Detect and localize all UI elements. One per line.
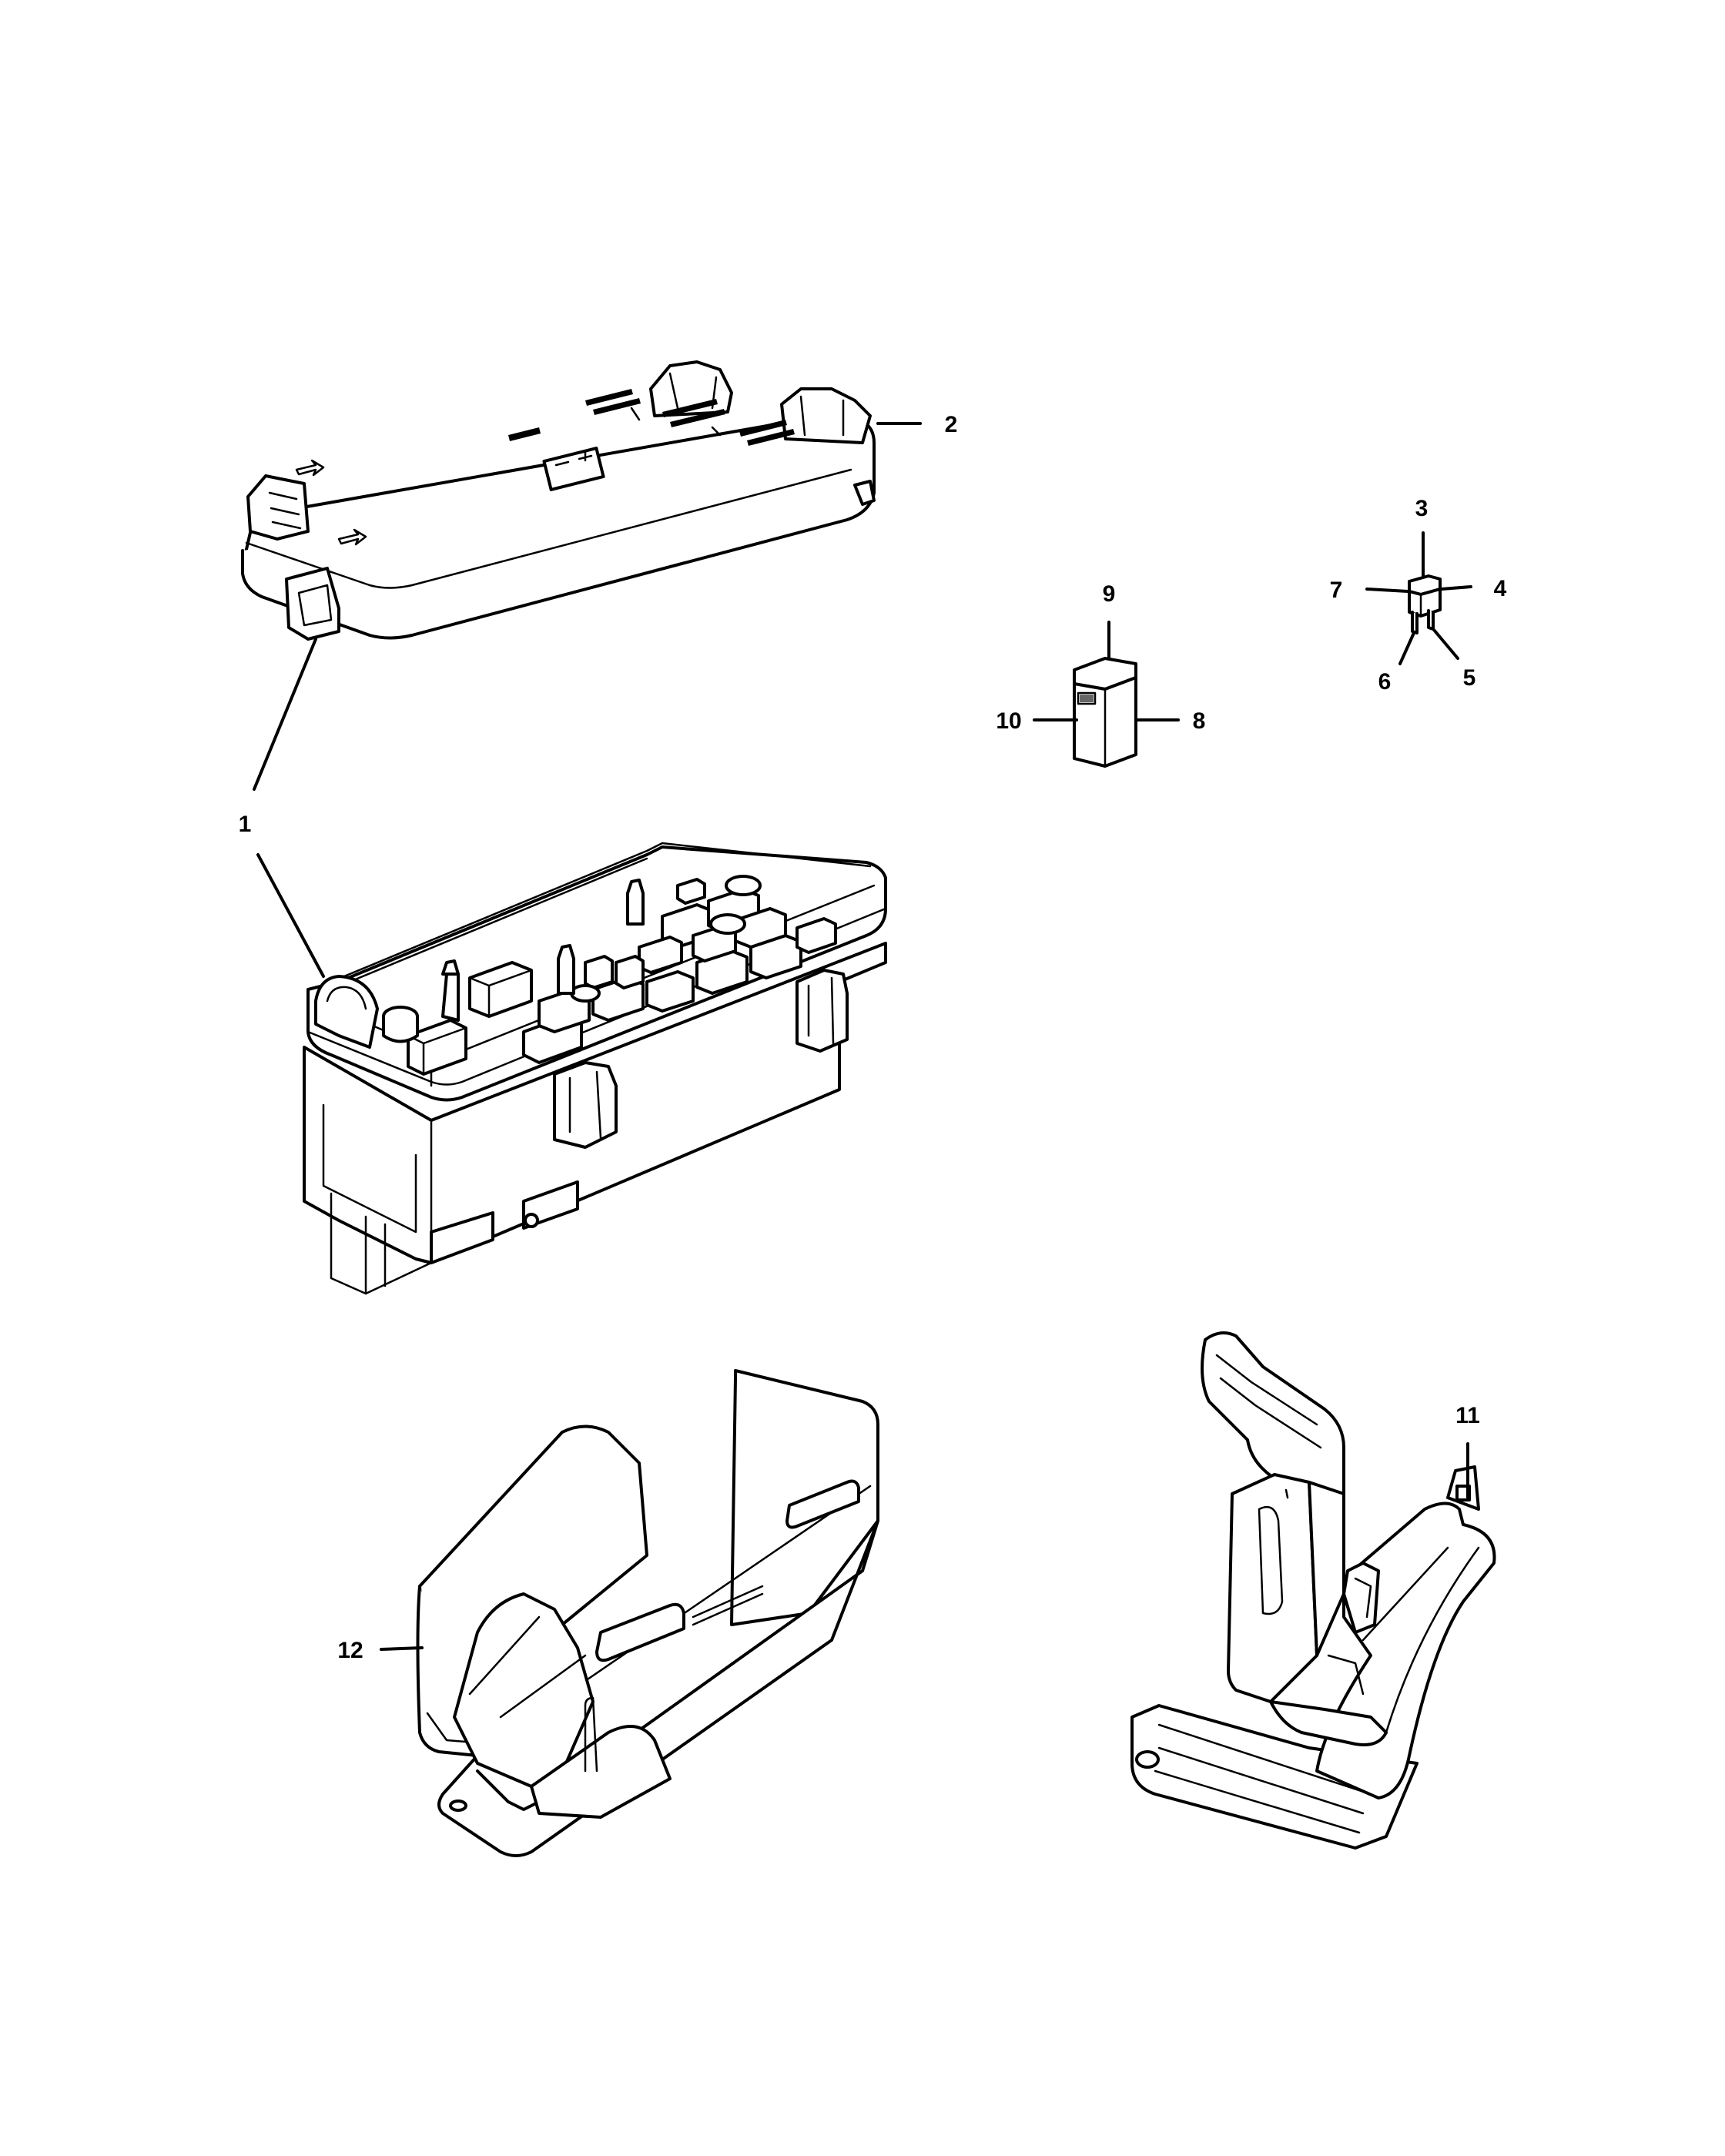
leader-lines [253, 422, 1472, 1651]
leader-12 [380, 1646, 424, 1651]
leader-5 [1432, 628, 1459, 660]
mounting-bracket[interactable] [1130, 1331, 1496, 1850]
callout-9: 9 [1103, 581, 1116, 607]
mini-fuse[interactable] [1408, 574, 1442, 634]
leader-6 [1398, 631, 1415, 665]
callout-3: 3 [1415, 496, 1429, 521]
callout-6: 6 [1378, 669, 1392, 695]
callout-7: 7 [1330, 578, 1343, 603]
callout-11: 11 [1455, 1403, 1480, 1428]
callout-labels: 1 2 3 4 5 6 7 8 9 10 11 12 [239, 412, 1507, 1663]
shield-bracket[interactable] [416, 1369, 879, 1857]
leader-7 [1365, 588, 1409, 593]
leader-1-top [253, 638, 317, 791]
callout-10: 10 [996, 708, 1021, 734]
callout-12: 12 [337, 1638, 363, 1663]
callout-1: 1 [239, 812, 252, 837]
leader-4 [1440, 585, 1472, 591]
callout-4: 4 [1494, 576, 1507, 601]
leader-1-bottom [256, 853, 325, 978]
power-distribution-center[interactable] [303, 842, 887, 1295]
callout-5: 5 [1463, 665, 1476, 691]
cartridge-fuse[interactable] [1073, 657, 1137, 768]
fuse-box-cover[interactable] [241, 360, 876, 641]
callout-8: 8 [1193, 708, 1206, 734]
callout-2: 2 [945, 412, 958, 437]
